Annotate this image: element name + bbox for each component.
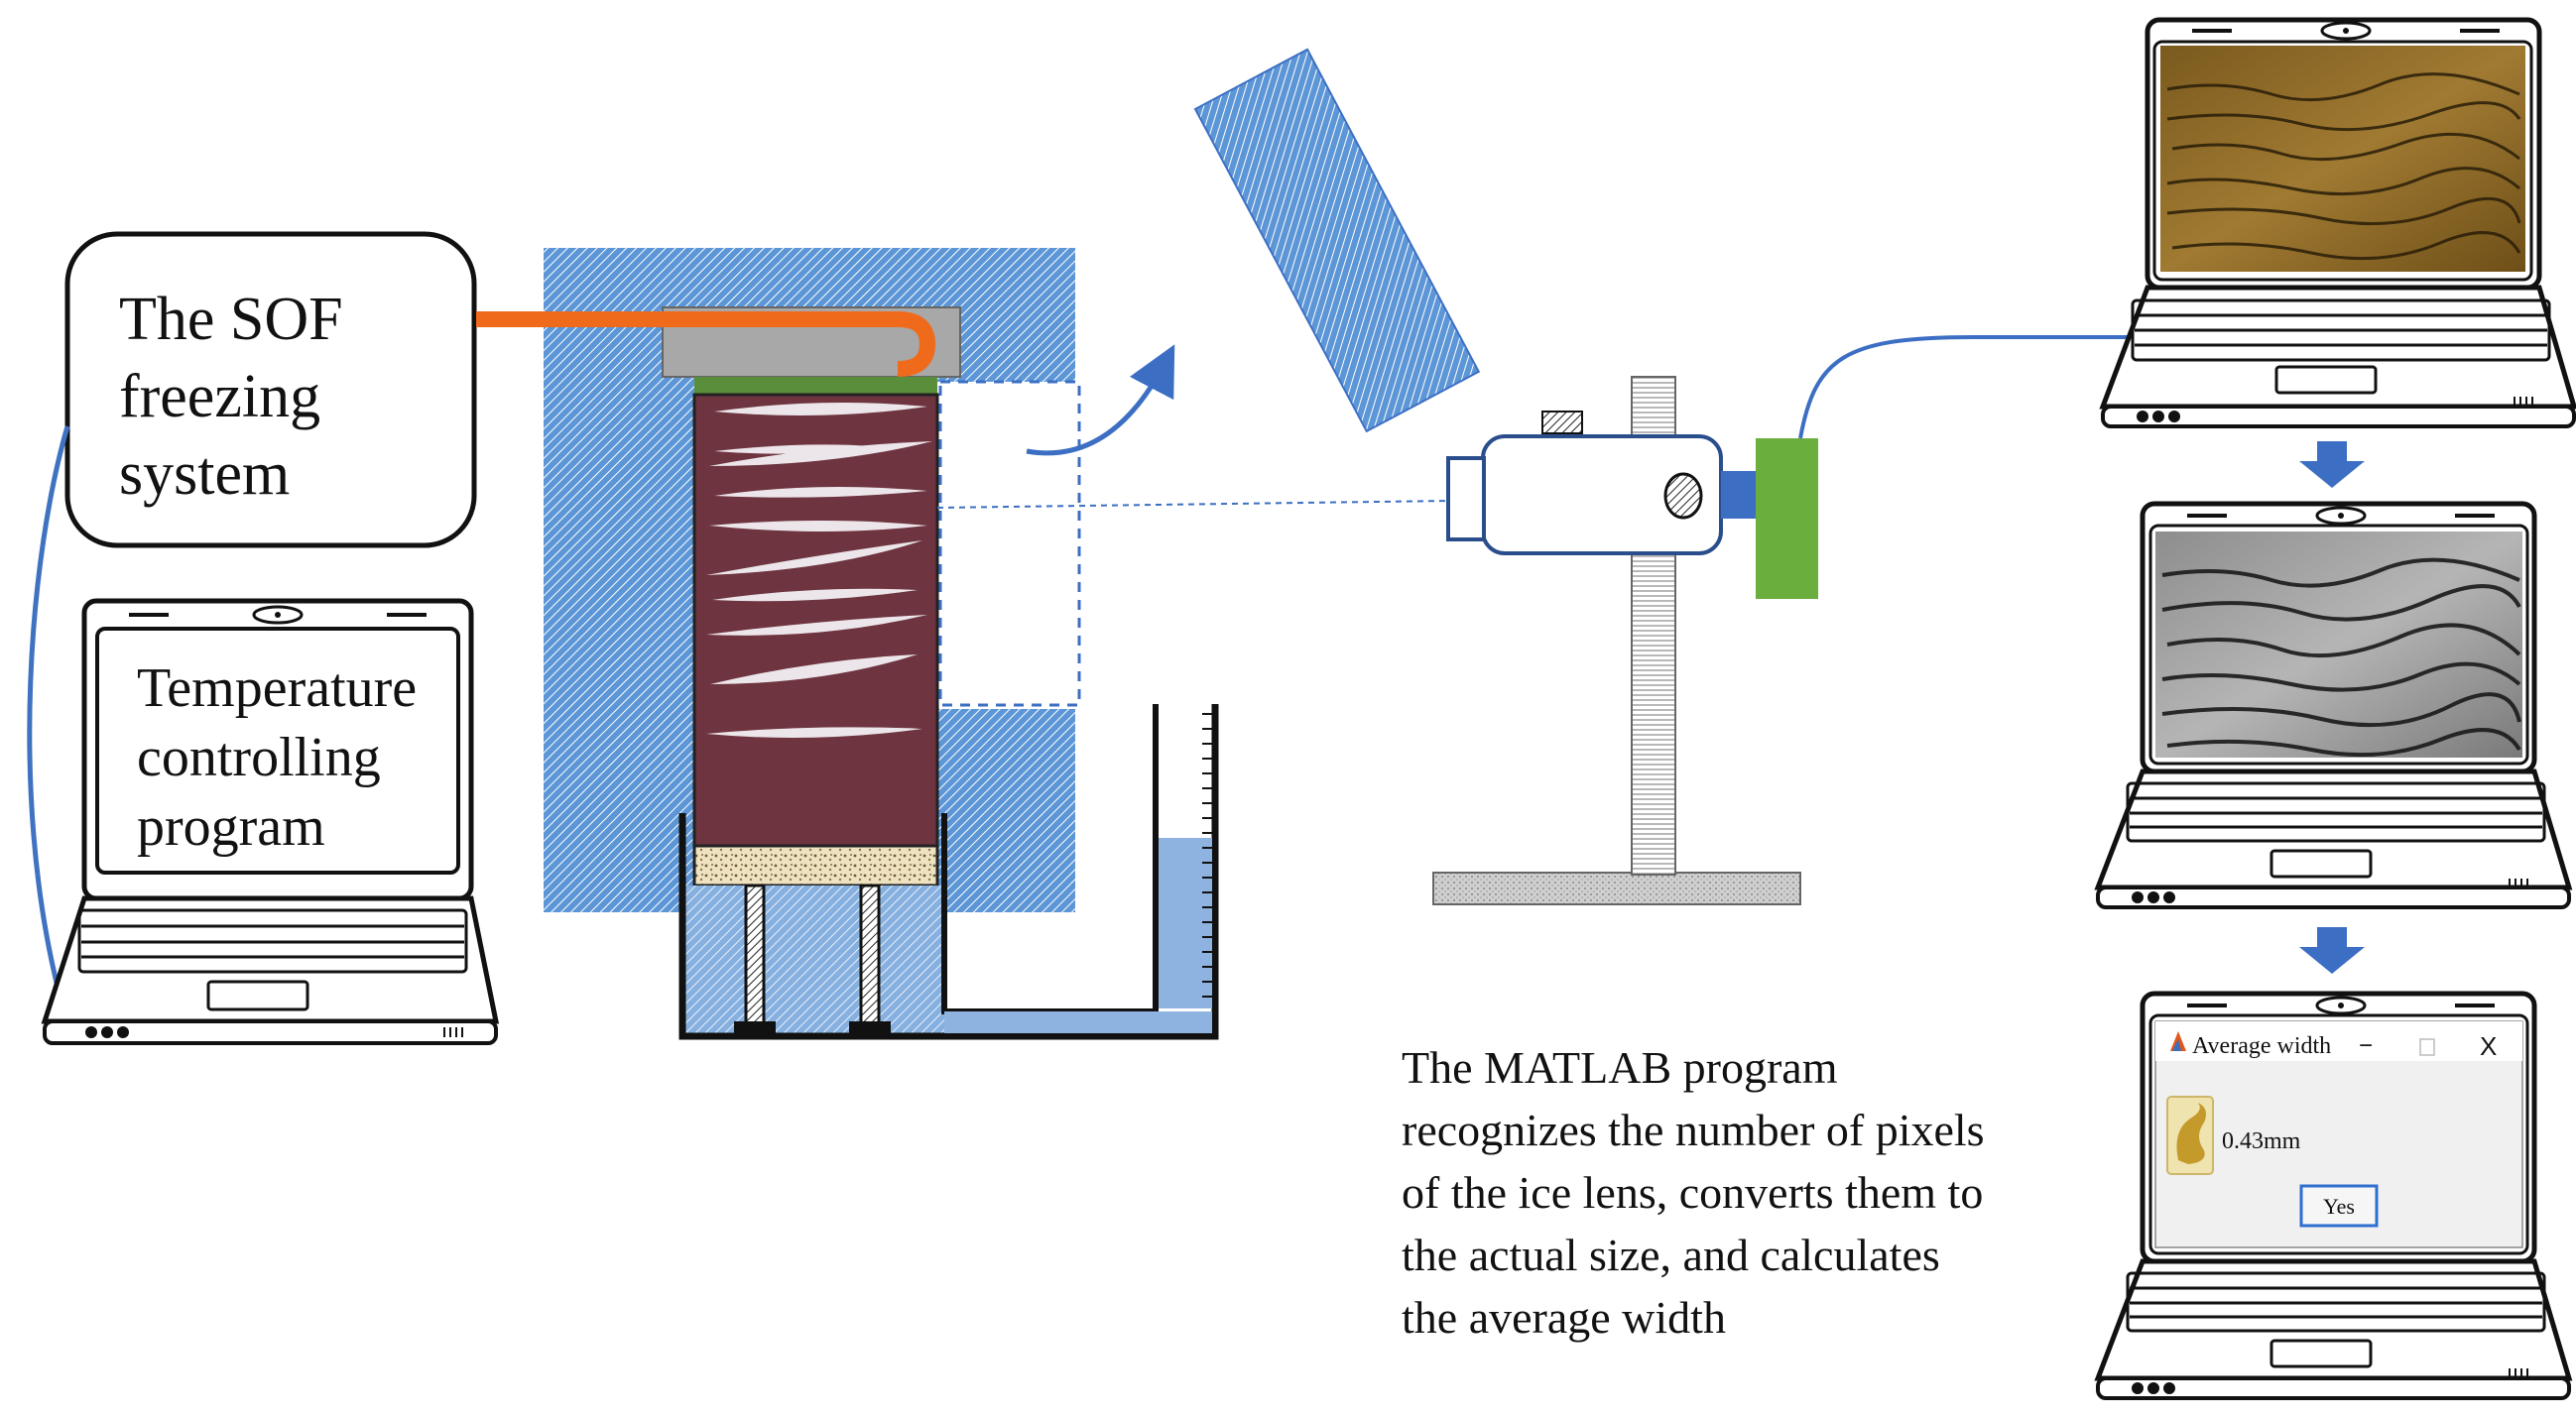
keyboard	[2131, 298, 2551, 362]
status-leds	[85, 1026, 129, 1038]
camera-cable	[1798, 335, 2133, 439]
grayscale-photo	[2155, 532, 2522, 758]
minimize-button[interactable]: −	[2359, 1032, 2373, 1059]
touchpad	[206, 980, 309, 1011]
controller-laptop: Temperature controlling program	[41, 598, 500, 1045]
keyboard	[77, 908, 468, 974]
matlab-icon	[2170, 1031, 2186, 1051]
top-cap	[694, 377, 937, 395]
touchpad	[2274, 365, 2378, 395]
crack-lines	[2166, 72, 2521, 261]
camera-sight-line	[936, 500, 1451, 509]
crack-lines	[2161, 557, 2521, 758]
touchpad	[2269, 1339, 2373, 1368]
yes-button[interactable]	[2299, 1184, 2379, 1228]
description-line-1: The MATLAB program	[1402, 1042, 1838, 1093]
removed-door-panel	[1193, 48, 1481, 433]
camera-lens	[1446, 456, 1486, 541]
down-arrow-icon	[2299, 441, 2365, 488]
freezing-system-label-1: The SOF	[119, 286, 343, 353]
temperature-program-label-2: controlling	[137, 727, 381, 788]
freezing-system-box: The SOF freezing system	[64, 231, 477, 548]
touchpad	[2269, 849, 2373, 879]
base-supports	[734, 884, 891, 1033]
camera-connector	[1721, 471, 1756, 519]
stand-base	[1432, 872, 1801, 905]
camera-knob	[1663, 472, 1703, 520]
down-arrow-icon	[2299, 927, 2365, 974]
freezing-system-label-3: system	[119, 440, 290, 508]
dialog-title: Average width	[2192, 1033, 2331, 1059]
average-width-dialog: Average width − X 0.43mm Yes	[2154, 1020, 2523, 1248]
keyboard	[2126, 1271, 2546, 1333]
temperature-program-label-3: program	[137, 796, 325, 858]
yes-button-label: Yes	[2323, 1194, 2355, 1219]
maximize-button[interactable]	[2419, 1038, 2435, 1056]
average-width-value: 0.43mm	[2222, 1128, 2301, 1154]
description-line-4: the actual size, and calculates	[1402, 1230, 1940, 1280]
description-line-3: of the ice lens, converts them to	[1402, 1167, 1983, 1218]
processing-laptop	[2094, 501, 2573, 909]
result-laptop: Average width − X 0.43mm Yes	[2094, 991, 2573, 1400]
temperature-program-label-1: Temperature	[137, 657, 417, 719]
camera-stand	[1432, 376, 1818, 905]
ice-lenses	[706, 403, 932, 738]
porous-stone	[692, 844, 939, 887]
description-line-2: recognizes the number of pixels	[1402, 1105, 1985, 1155]
description-line-5: the average width	[1402, 1292, 1726, 1343]
door-open-arrow	[1026, 344, 1175, 456]
capture-laptop	[2099, 17, 2576, 428]
keyboard	[2126, 781, 2546, 843]
freezing-system-label-2: freezing	[119, 363, 320, 430]
control-cable	[27, 425, 70, 988]
graduation-marks	[1202, 713, 1212, 998]
matlab-description: The MATLAB program recognizes the number…	[1402, 1042, 1985, 1343]
close-button[interactable]: X	[2480, 1031, 2497, 1061]
light-source	[1756, 438, 1818, 599]
dragon-logo-icon	[2166, 1096, 2214, 1175]
freezing-apparatus	[476, 48, 1481, 1040]
